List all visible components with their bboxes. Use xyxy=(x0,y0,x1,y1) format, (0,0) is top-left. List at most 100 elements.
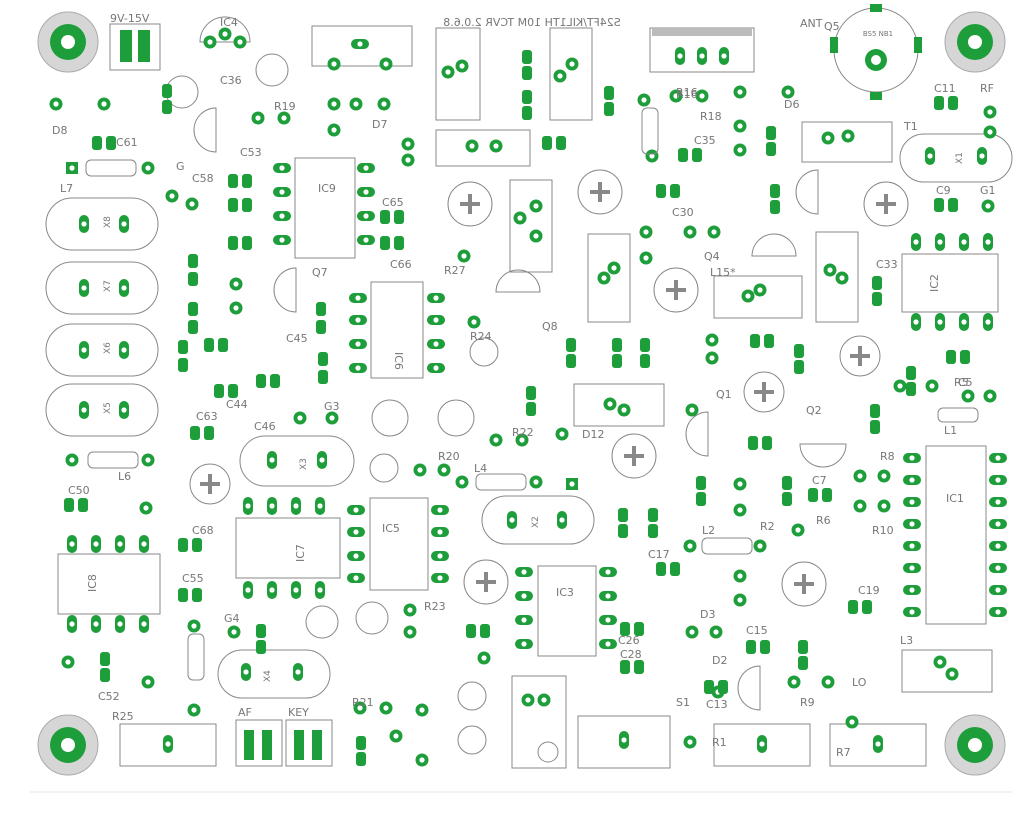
crystal-x6: X6 xyxy=(45,323,159,377)
ic8-footprint: IC8 xyxy=(57,535,161,633)
svg-text:R1: R1 xyxy=(712,736,727,749)
ic7-footprint: IC7 xyxy=(235,497,341,599)
svg-text:Q2: Q2 xyxy=(806,404,822,417)
svg-text:D12: D12 xyxy=(582,428,604,441)
svg-text:R8: R8 xyxy=(880,450,895,463)
svg-text:D6: D6 xyxy=(784,98,799,111)
key-label: KEY xyxy=(288,706,309,719)
coil-l14star xyxy=(815,231,859,323)
ic3-label: IC3 xyxy=(556,586,574,599)
svg-text:L2: L2 xyxy=(702,524,715,537)
svg-text:L6: L6 xyxy=(118,470,131,483)
svg-text:C53: C53 xyxy=(240,146,262,159)
svg-text:R16: R16 xyxy=(676,86,698,99)
board-title: S24FT/KIL1TH 10M TCVR 2.0.6.8 xyxy=(443,16,621,29)
coil-t1star xyxy=(509,179,553,273)
svg-text:R7: R7 xyxy=(836,746,851,759)
switch-s1 xyxy=(577,715,671,769)
svg-text:C11: C11 xyxy=(934,82,956,95)
coil-l7star xyxy=(435,27,481,121)
ic1-footprint: IC1 xyxy=(903,445,1007,625)
svg-text:C46: C46 xyxy=(254,420,276,433)
x2-label: X2 xyxy=(531,516,541,528)
connector-key: KEY xyxy=(285,706,333,767)
svg-text:RF: RF xyxy=(980,82,994,95)
svg-text:Q8: Q8 xyxy=(542,320,558,333)
svg-text:D8: D8 xyxy=(52,124,67,137)
svg-text:C5: C5 xyxy=(958,376,973,389)
ic6-footprint: IC6 xyxy=(349,281,445,379)
svg-text:C19: C19 xyxy=(858,584,880,597)
x5-label: X5 xyxy=(103,402,113,414)
svg-text:R9: R9 xyxy=(800,696,815,709)
svg-text:R20: R20 xyxy=(438,450,460,463)
electrolytic-pads xyxy=(200,182,896,594)
mounting-hole xyxy=(944,714,1006,776)
svg-text:R23: R23 xyxy=(424,600,446,613)
x3-label: X3 xyxy=(299,458,309,470)
ic4-label: IC4 xyxy=(220,16,238,29)
svg-text:L1: L1 xyxy=(944,424,957,437)
crystal-x8: X8 xyxy=(45,197,159,251)
coil-l6star xyxy=(549,27,593,121)
svg-text:C26: C26 xyxy=(618,634,640,647)
crystal-x5: X5 xyxy=(45,383,159,437)
crystal-x3: X3 xyxy=(239,435,355,487)
svg-text:C55: C55 xyxy=(182,572,204,585)
svg-text:C7: C7 xyxy=(812,474,827,487)
transformer-t1 xyxy=(801,121,893,163)
svg-text:D3: D3 xyxy=(700,608,715,621)
svg-text:R2: R2 xyxy=(760,520,775,533)
svg-text:R25: R25 xyxy=(112,710,134,723)
coil-l10star xyxy=(573,383,665,427)
af-label: AF xyxy=(238,706,252,719)
ic1-label: IC1 xyxy=(946,492,964,505)
svg-text:S1: S1 xyxy=(676,696,690,709)
power-connector: 9V-15V xyxy=(109,12,161,71)
bnc-label: BS5 NB1 xyxy=(863,30,893,38)
svg-text:D2: D2 xyxy=(712,654,727,667)
silk-resistors xyxy=(85,107,979,681)
svg-text:C15: C15 xyxy=(746,624,768,637)
ic2-label: IC2 xyxy=(928,274,941,292)
pot-r25 xyxy=(119,723,217,767)
svg-text:LO: LO xyxy=(852,676,867,689)
svg-text:C33: C33 xyxy=(876,258,898,271)
svg-text:C68: C68 xyxy=(192,524,214,537)
x6-label: X6 xyxy=(103,342,113,354)
svg-text:G1: G1 xyxy=(980,184,996,197)
svg-text:R24: R24 xyxy=(470,330,492,343)
ic5-label: IC5 xyxy=(382,522,400,535)
component-r28 xyxy=(311,25,413,71)
svg-text:Q5: Q5 xyxy=(824,20,840,33)
svg-text:C66: C66 xyxy=(390,258,412,271)
mounting-hole xyxy=(37,11,99,73)
mounting-hole xyxy=(944,11,1006,73)
crystal-x7: X7 xyxy=(45,261,159,315)
svg-text:C52: C52 xyxy=(98,690,120,703)
svg-text:R18: R18 xyxy=(700,110,722,123)
x1-label: X1 xyxy=(955,152,965,164)
svg-text:C35: C35 xyxy=(694,134,716,147)
svg-text:R10: R10 xyxy=(872,524,894,537)
svg-text:R19: R19 xyxy=(274,100,296,113)
coil-l15star xyxy=(713,275,803,319)
svg-text:C63: C63 xyxy=(196,410,218,423)
ic9-footprint: IC9 xyxy=(273,157,375,259)
coil-l9 xyxy=(435,129,531,167)
ceramic-caps xyxy=(64,50,970,766)
board-title-text: S24FT/KIL1TH 10M TCVR 2.0.6.8 xyxy=(443,16,621,29)
ic6-label: IC6 xyxy=(392,352,405,370)
svg-text:C65: C65 xyxy=(382,196,404,209)
svg-text:C58: C58 xyxy=(192,172,214,185)
svg-text:C30: C30 xyxy=(672,206,694,219)
svg-text:C17: C17 xyxy=(648,548,670,561)
svg-text:C61: C61 xyxy=(116,136,138,149)
x8-label: X8 xyxy=(103,216,113,228)
svg-text:C13: C13 xyxy=(706,698,728,711)
x4-label: X4 xyxy=(263,670,273,682)
svg-text:Q7: Q7 xyxy=(312,266,328,279)
svg-text:C50: C50 xyxy=(68,484,90,497)
pot-r1 xyxy=(713,723,811,767)
